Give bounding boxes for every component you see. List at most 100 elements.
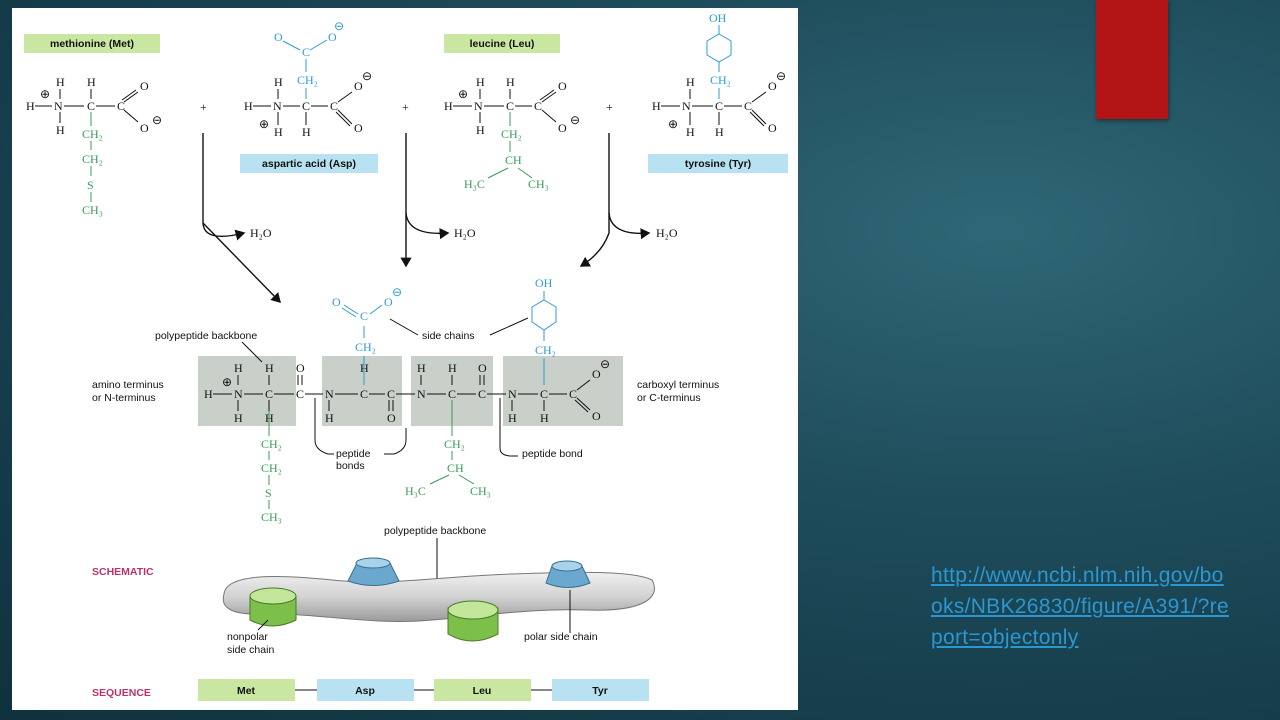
svg-text:O: O xyxy=(296,361,305,375)
seq-label-tyr: Tyr xyxy=(592,685,608,697)
source-link[interactable]: http://www.ncbi.nlm.nih.gov/books/NBK268… xyxy=(931,564,1229,649)
svg-text:H: H xyxy=(476,123,485,137)
svg-text:H: H xyxy=(448,361,457,375)
amino-terminus-label: amino terminus xyxy=(92,379,164,391)
svg-text:N: N xyxy=(54,99,63,113)
accent-bar xyxy=(1096,0,1168,119)
svg-text:O: O xyxy=(387,411,396,425)
svg-text:S: S xyxy=(87,178,94,192)
asp-label: aspartic acid (Asp) xyxy=(262,158,356,170)
met-label-box xyxy=(24,34,160,53)
svg-text:H: H xyxy=(234,411,243,425)
svg-text:H: H xyxy=(274,125,283,139)
svg-text:O: O xyxy=(558,79,567,93)
svg-text:N: N xyxy=(508,387,517,401)
residue-box-tyr xyxy=(503,356,623,426)
svg-text:H: H xyxy=(274,75,283,89)
svg-text:H: H xyxy=(508,411,517,425)
svg-text:⊖: ⊖ xyxy=(392,285,402,299)
svg-text:O: O xyxy=(354,121,363,135)
plus-sign-1: + xyxy=(200,100,207,114)
seq-label-leu: Leu xyxy=(473,685,492,697)
svg-text:O: O xyxy=(354,79,363,93)
svg-text:CH₂: CH₂ xyxy=(82,127,103,141)
polypeptide-backbone-label: polypeptide backbone xyxy=(155,330,257,342)
svg-text:OH: OH xyxy=(535,276,553,290)
tyr-label-box xyxy=(648,154,788,173)
svg-text:H: H xyxy=(244,99,253,113)
svg-text:CH: CH xyxy=(505,153,522,167)
svg-text:C: C xyxy=(744,99,752,113)
svg-text:O: O xyxy=(592,409,601,423)
svg-text:H: H xyxy=(204,387,213,401)
svg-text:H: H xyxy=(715,125,724,139)
svg-text:H: H xyxy=(476,75,485,89)
svg-text:H: H xyxy=(652,99,661,113)
svg-text:OH: OH xyxy=(709,11,727,25)
svg-text:CH₃: CH₃ xyxy=(261,510,282,524)
svg-text:O: O xyxy=(558,121,567,135)
svg-text:CH₂: CH₂ xyxy=(297,73,318,87)
svg-text:S: S xyxy=(265,486,272,500)
svg-text:C: C xyxy=(117,99,125,113)
svg-text:C: C xyxy=(448,387,456,401)
svg-text:O: O xyxy=(768,121,777,135)
svg-text:C: C xyxy=(569,387,577,401)
residue-box-met xyxy=(198,356,296,426)
svg-text:O: O xyxy=(768,79,777,93)
svg-text:O: O xyxy=(384,295,393,309)
svg-text:CH₃: CH₃ xyxy=(528,177,549,191)
svg-text:H: H xyxy=(506,75,515,89)
sequence-heading: SEQUENCE xyxy=(92,687,151,699)
svg-text:H: H xyxy=(444,99,453,113)
svg-text:C: C xyxy=(360,309,368,323)
svg-text:C: C xyxy=(715,99,723,113)
schematic-heading: SCHEMATIC xyxy=(92,566,154,578)
svg-text:N: N xyxy=(234,387,243,401)
c-terminus-label: or C-terminus xyxy=(637,392,701,404)
peptide-bond-label: peptide bond xyxy=(522,448,583,460)
svg-text:H₃C: H₃C xyxy=(464,177,485,191)
svg-text:⊖: ⊖ xyxy=(776,69,786,83)
peptide-bonds-label: peptide xyxy=(336,448,371,460)
reaction-arrows xyxy=(202,133,651,304)
svg-text:O: O xyxy=(592,367,601,381)
svg-text:C: C xyxy=(534,99,542,113)
svg-text:H: H xyxy=(417,361,426,375)
svg-text:CH₂: CH₂ xyxy=(535,343,556,357)
svg-text:⊕: ⊕ xyxy=(458,87,468,101)
svg-text:O: O xyxy=(140,121,149,135)
residue-box-asp xyxy=(322,356,402,426)
svg-text:C: C xyxy=(330,99,338,113)
carboxyl-terminus-label: carboxyl terminus xyxy=(637,379,719,391)
asp-label-box xyxy=(240,154,378,173)
peptide-bonds-label-2: bonds xyxy=(336,460,365,472)
leu-label-box xyxy=(444,34,560,53)
svg-text:H: H xyxy=(87,75,96,89)
svg-text:O: O xyxy=(328,30,337,44)
plus-sign-3: + xyxy=(606,100,613,114)
svg-text:H₃C: H₃C xyxy=(405,484,426,498)
svg-text:N: N xyxy=(682,99,691,113)
schematic-polar-side-chain-1 xyxy=(347,557,400,586)
schematic-nonpolar-side-chain-2 xyxy=(447,600,499,642)
svg-text:C: C xyxy=(87,99,95,113)
svg-text:CH: CH xyxy=(447,461,464,475)
svg-text:N: N xyxy=(474,99,483,113)
svg-text:C: C xyxy=(296,387,304,401)
svg-text:H: H xyxy=(56,75,65,89)
svg-text:C: C xyxy=(265,387,273,401)
seq-box-leu xyxy=(434,679,531,701)
svg-text:H: H xyxy=(540,411,549,425)
svg-text:⊕: ⊕ xyxy=(668,117,678,131)
schematic-nonpolar-side-chain-1 xyxy=(249,587,297,627)
svg-text:N: N xyxy=(325,387,334,401)
svg-text:H: H xyxy=(265,361,274,375)
svg-text:CH₂: CH₂ xyxy=(501,127,522,141)
svg-text:⊕: ⊕ xyxy=(222,375,232,389)
svg-text:O: O xyxy=(478,361,487,375)
aspartic-acid-structure: O C O ⊖ CH₂ H H N C C O ⊖ O ⊕ H H xyxy=(244,19,372,139)
plus-sign-2: + xyxy=(402,100,409,114)
svg-text:H: H xyxy=(234,361,243,375)
side-chains-label: side chains xyxy=(422,330,475,342)
